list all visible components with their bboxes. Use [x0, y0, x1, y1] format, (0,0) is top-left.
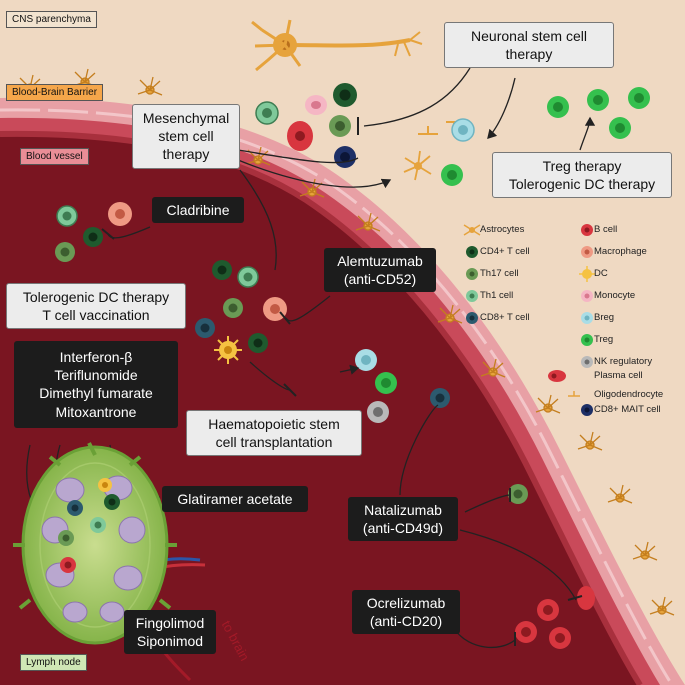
fingolimod-box: Fingolimod Siponimod	[124, 610, 216, 655]
alemtuzumab-box: Alemtuzumab (anti-CD52)	[324, 248, 436, 293]
alemtuzumab-line-1: Alemtuzumab	[337, 253, 423, 269]
astrocyte-cns-icon	[403, 150, 432, 181]
th1-cell-legend-icon	[466, 290, 478, 302]
oligodendrocyte-legend-icon	[568, 391, 580, 397]
vessel-cells	[55, 202, 595, 649]
haematopoietic-box: Haematopoietic stem cell transplantation	[186, 410, 362, 457]
fingolimod-line-1: Fingolimod	[135, 615, 205, 631]
lymph-node-illustration	[13, 442, 206, 682]
interferon-line-4: Mitoxantrone	[55, 403, 137, 420]
treg-line-1: Treg therapy	[542, 158, 622, 174]
legend-breg: Breg	[594, 312, 615, 323]
plasma-cell-legend-icon	[548, 370, 566, 382]
legend-dc: DC	[594, 268, 608, 279]
legend-monocyte: Monocyte	[594, 290, 636, 301]
haematopoietic-line-2: cell transplantation	[215, 434, 333, 451]
legend-macrophage: Macrophage	[594, 246, 647, 257]
cd8-mait-cell-legend-icon	[581, 404, 593, 416]
treg-legend-icon	[581, 334, 593, 346]
legend-icons	[463, 224, 595, 416]
monocyte-legend-icon	[581, 290, 593, 302]
legend-plasma-cell: Plasma cell	[594, 370, 643, 381]
blood-vessel-label: Blood vessel	[20, 148, 89, 165]
oligodendrocyte-icon	[418, 121, 462, 135]
cns-parenchyma-label: CNS parenchyma	[6, 11, 97, 28]
cladribine-box: Cladribine	[152, 197, 244, 224]
treg-therapy-box: Treg therapy Tolerogenic DC therapy	[492, 152, 672, 199]
haematopoietic-line-1: Haematopoietic stem	[208, 416, 340, 432]
breg-legend-icon	[581, 312, 593, 324]
mesenchymal-line-2: stem cell	[158, 128, 214, 145]
legend-cd4-t-cell: CD4+ T cell	[480, 246, 530, 257]
legend-nk-regulatory: NK regulatory	[594, 356, 653, 367]
legend-th1-cell: Th1 cell	[480, 290, 514, 301]
inhibition-bars	[101, 117, 583, 646]
neuronal-stem-cell-box: Neuronal stem cell therapy	[444, 22, 614, 69]
bbb-label: Blood-Brain Barrier	[6, 84, 104, 101]
mesenchymal-stem-cell-box: Mesenchymal stem cell therapy	[132, 104, 240, 169]
fingolimod-line-2: Siponimod	[136, 633, 204, 650]
neuronal-line-2: therapy	[505, 46, 553, 63]
th17-cell-legend-icon	[466, 268, 478, 280]
alemtuzumab-line-2: (anti-CD52)	[343, 271, 417, 288]
legend-cd8-mait-cell: CD8+ MAIT cell	[594, 404, 661, 415]
tolerogenic-line-2: T cell vaccination	[42, 307, 150, 324]
neuron-icon	[251, 19, 423, 72]
treg-line-2: Tolerogenic DC therapy	[508, 176, 656, 193]
tolerogenic-line-1: Tolerogenic DC therapy	[22, 289, 170, 305]
legend-cd8-t-cell: CD8+ T cell	[480, 312, 530, 323]
ocrelizumab-box: Ocrelizumab (anti-CD20)	[352, 590, 460, 635]
macrophage-legend-icon	[581, 246, 593, 258]
ocrelizumab-line-2: (anti-CD20)	[369, 613, 443, 630]
lymph-node-label: Lymph node	[20, 654, 87, 671]
interferon-line-1: Interferon-β	[59, 349, 133, 365]
legend-th17-cell: Th17 cell	[480, 268, 519, 279]
natalizumab-line-2: (anti-CD49d)	[362, 520, 444, 537]
interferon-line-2: Teriflunomide	[54, 367, 138, 384]
cd8-t-cell-legend-icon	[466, 312, 478, 324]
natalizumab-line-1: Natalizumab	[364, 502, 442, 518]
neuronal-line-1: Neuronal stem cell	[471, 28, 587, 44]
natalizumab-box: Natalizumab (anti-CD49d)	[348, 497, 458, 542]
dc-legend-icon	[579, 266, 595, 282]
nk-regulatory-legend-icon	[581, 356, 593, 368]
astrocyte-legend-icon	[463, 224, 481, 236]
legend-treg: Treg	[594, 334, 614, 345]
cd4-t-cell-legend-icon	[466, 246, 478, 258]
ocrelizumab-line-1: Ocrelizumab	[366, 595, 446, 611]
b-cell-legend-icon	[581, 224, 593, 236]
interferon-box: Interferon-β Teriflunomide Dimethyl fuma…	[14, 341, 178, 428]
cladribine-line-1: Cladribine	[166, 202, 230, 218]
mesenchymal-line-1: Mesenchymal	[142, 110, 230, 126]
glatiramer-box: Glatiramer acetate	[162, 486, 308, 513]
glatiramer-line-1: Glatiramer acetate	[177, 491, 293, 507]
tolerogenic-dc-box: Tolerogenic DC therapy T cell vaccinatio…	[6, 283, 186, 330]
legend-oligodendrocyte: Oligodendrocyte	[594, 389, 664, 400]
mesenchymal-line-3: therapy	[162, 146, 210, 163]
legend-astrocytes: Astrocytes	[480, 224, 525, 235]
legend-b-cell: B cell	[594, 224, 618, 235]
interferon-line-3: Dimethyl fumarate	[39, 385, 153, 402]
